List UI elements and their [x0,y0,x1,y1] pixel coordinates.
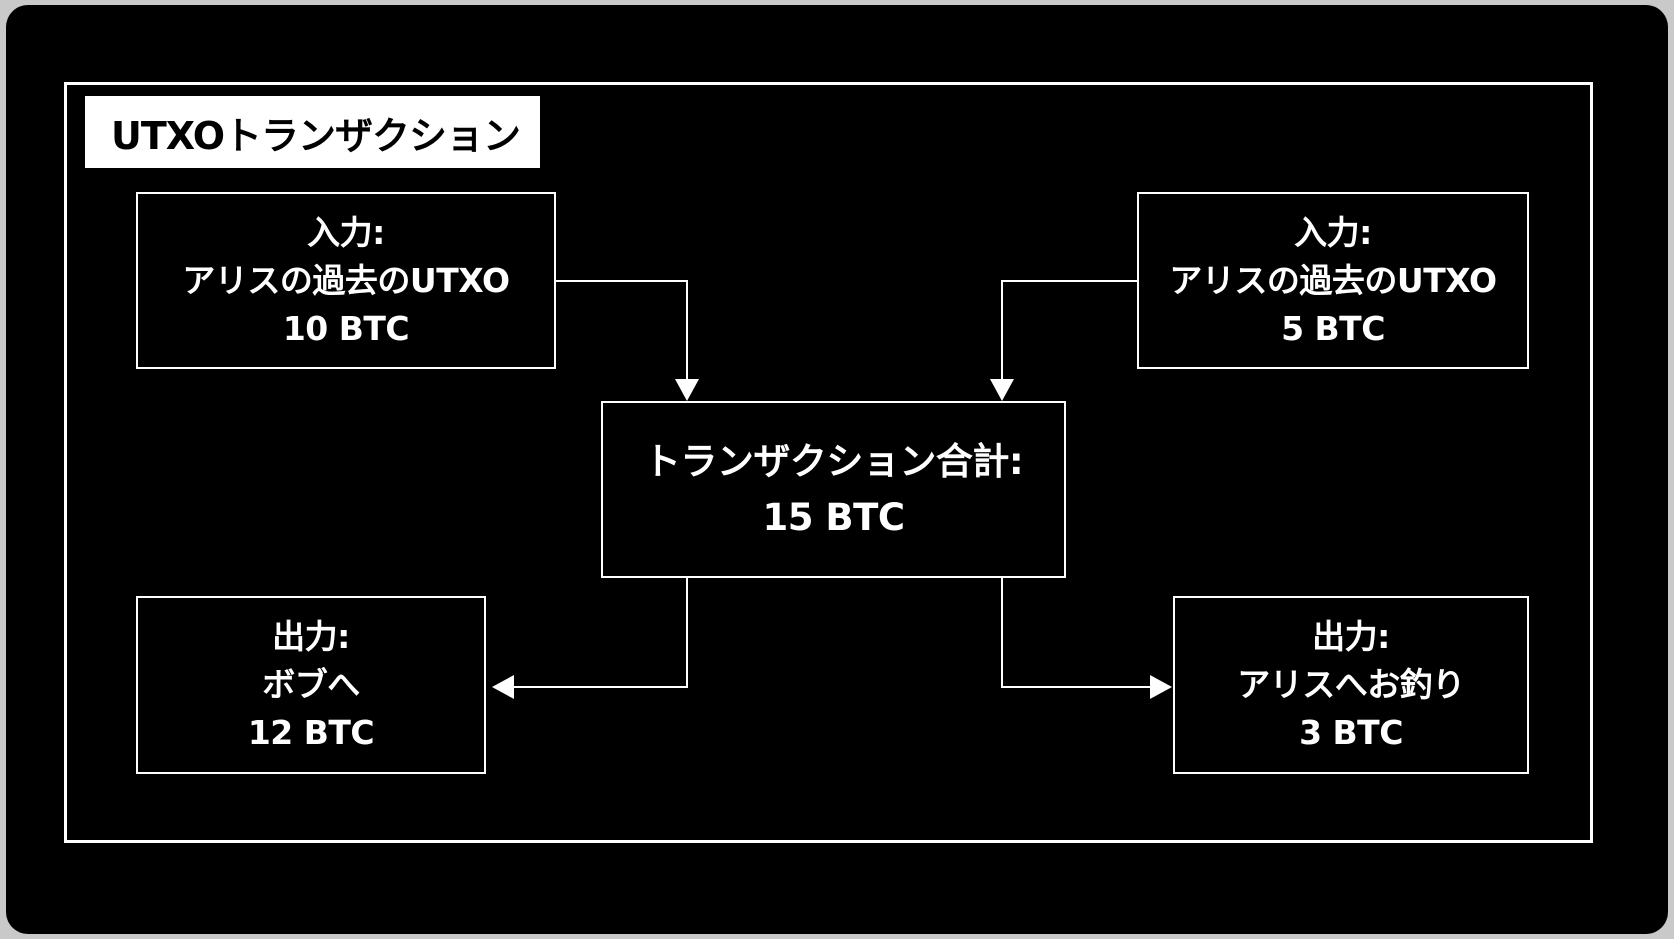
output-node-1-amount: 12 BTC [247,713,375,752]
output-node-1-heading: 出力: [272,617,350,656]
output-node-2: 出力: アリスへお釣り 3 BTC [1173,596,1529,774]
input-node-1: 入力: アリスの過去のUTXO 10 BTC [136,192,556,369]
input-node-2: 入力: アリスの過去のUTXO 5 BTC [1137,192,1529,369]
output-node-1: 出力: ボブへ 12 BTC [136,596,486,774]
input-node-1-description: アリスの過去のUTXO [182,260,510,300]
input-node-1-heading: 入力: [307,212,385,252]
total-node-amount: 15 BTC [762,495,905,539]
output-node-2-amount: 3 BTC [1299,713,1403,752]
output-node-2-description: アリスへお釣り [1237,665,1465,704]
diagram-frame [64,82,1593,843]
input-node-2-heading: 入力: [1294,212,1372,252]
input-node-1-amount: 10 BTC [282,308,410,348]
input-node-2-description: アリスの過去のUTXO [1169,260,1497,300]
total-node-heading: トランザクション合計: [643,439,1024,483]
input-node-2-amount: 5 BTC [1281,308,1385,348]
diagram-title-text: UTXOトランザクション [111,113,521,158]
output-node-2-heading: 出力: [1312,617,1390,656]
diagram-title: UTXOトランザクション [85,96,540,168]
output-node-1-description: ボブへ [262,665,360,704]
total-node: トランザクション合計: 15 BTC [601,401,1066,578]
